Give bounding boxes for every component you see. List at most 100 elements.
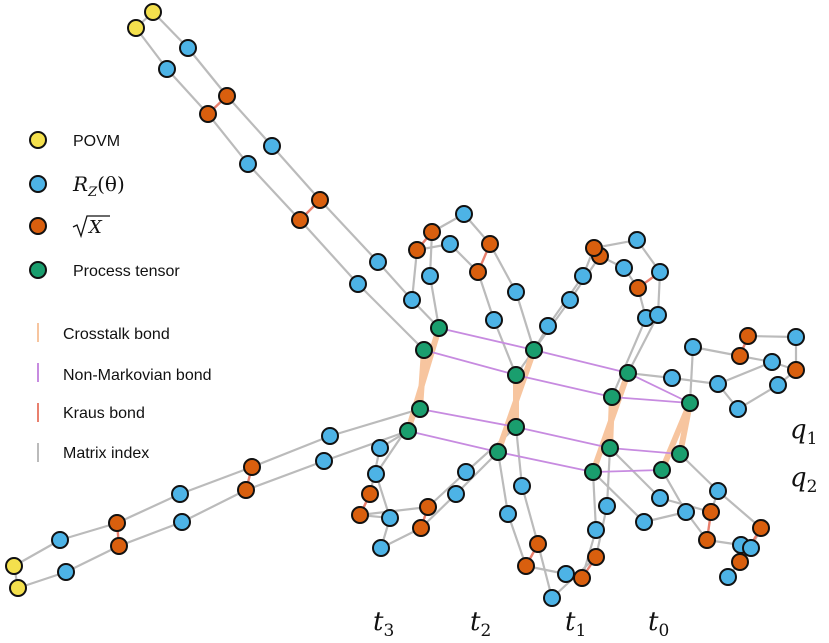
rz-node [507,283,525,301]
rz-node [371,439,389,457]
rz-node [321,427,339,445]
matrix-index-bond [688,345,695,405]
matrix-index-bond [64,544,121,574]
matrix-index-bond [591,470,646,524]
non-markovian-bond [592,469,663,473]
matrix-index-bond [328,407,422,438]
non-markovian-bond [438,327,535,351]
rz-node [635,513,653,531]
rz-node [628,231,646,249]
rz-node [663,369,681,387]
process-tensor-node [415,341,433,359]
matrix-index-bond [454,450,500,496]
matrix-index-bond [356,282,426,352]
rz-node [513,477,531,495]
rz-node [615,259,633,277]
rz-node [369,253,387,271]
sqrtx-node [311,191,329,209]
povm-node [5,557,23,575]
matrix-index-bond [488,242,518,294]
matrix-index-bond [608,446,662,500]
process-tensor-node [525,341,543,359]
non-markovian-bond [407,430,499,453]
rz-node [372,539,390,557]
rz-node [367,465,385,483]
non-markovian-bond [533,349,629,374]
process-tensor-node [671,445,689,463]
process-tensor-node [681,394,699,412]
non-markovian-bond [627,372,691,404]
rz-node [403,291,421,309]
rz-node [763,353,781,371]
non-markovian-bond [515,426,611,449]
povm-node [9,579,27,597]
legend-rz-label: RZ(θ) [72,172,125,200]
legend-povm-marker [29,131,47,149]
rz-node [485,311,503,329]
sqrtx-node [731,347,749,365]
sqrtx-node [291,211,309,229]
legend-sqrtx-label: X [72,215,110,239]
rz-node [677,503,695,521]
process-tensor-node [507,366,525,384]
sqrtx-node [787,361,805,379]
svg-text:X: X [87,217,103,238]
qubit-label-q1: q1 [790,415,817,449]
rz-node [57,563,75,581]
rz-node [649,306,667,324]
matrix-index-bond [536,542,554,600]
process-tensor-node [411,400,429,418]
rz-node [263,137,281,155]
sqrtx-node [237,481,255,499]
time-label-t2: t2 [470,607,491,641]
qubit-label-q2: q2 [790,463,817,497]
rz-node [171,485,189,503]
legend: POVM RZ(θ) X Process tensor Crosstalk bo… [29,131,212,462]
rz-node [315,452,333,470]
rz-node [651,263,669,281]
process-tensor-node [430,319,448,337]
rz-node [557,565,575,583]
matrix-index-bond [322,429,410,463]
time-label-t0: t0 [648,607,669,641]
legend-rz-marker [29,175,47,193]
rz-node [719,568,737,586]
matrix-index-bond [246,162,302,222]
sqrtx-node [218,87,236,105]
rz-node [499,505,517,523]
legend-process-tensor-label: Process tensor [73,263,180,280]
rz-node [742,539,760,557]
matrix-index-bond [225,94,274,148]
rz-node [769,376,787,394]
matrix-index-bond [492,318,518,377]
sqrtx-node [529,535,547,553]
sqrtx-node [698,531,716,549]
rz-node [787,328,805,346]
sqrtx-node [739,327,757,345]
rz-node [441,235,459,253]
time-label-t3: t3 [373,607,394,641]
povm-node [127,19,145,37]
rz-node [447,485,465,503]
sqrtx-node [573,569,591,587]
crosstalk-bond [495,347,537,455]
sqrtx-node [419,498,437,516]
non-markovian-bond [497,451,594,473]
matrix-index-bond [186,46,229,98]
rz-node [51,531,69,549]
matrix-index-bond [520,484,540,546]
nodes-layer [5,3,805,607]
rz-node [587,521,605,539]
rz-node [381,509,399,527]
matrix-index-bond [115,492,182,525]
process-tensor-node [653,461,671,479]
matrix-index-bond [610,316,648,399]
legend-matrix-index-label: Matrix index [63,445,149,462]
non-markovian-bond [609,447,681,455]
non-markovian-bond [419,408,517,428]
sqrtx-node [469,263,487,281]
rz-node [421,267,439,285]
rz-node [173,513,191,531]
process-tensor-node [601,439,619,457]
matrix-index-bond [178,465,254,496]
